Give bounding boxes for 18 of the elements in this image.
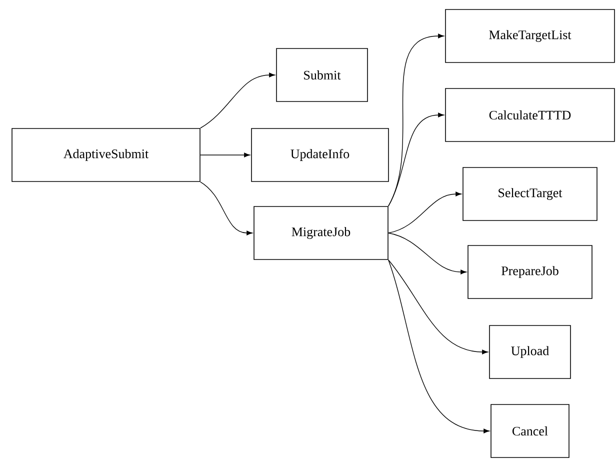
process-box: Cancel [490,404,570,458]
arrow [388,260,490,434]
process-box: AdaptiveSubmit [12,128,200,182]
process-box: UpdateInfo [251,128,389,182]
arrow [388,112,444,206]
arrow [388,192,462,234]
process-box: CalculateTTTD [445,88,615,142]
process-box: Submit [276,48,368,102]
process-box: PrepareJob [468,245,592,299]
process-box: Upload [489,325,571,379]
process-box: MigrateJob [254,206,388,260]
process-box: MakeTargetList [445,9,615,63]
arrow [200,152,250,158]
arrow [388,232,466,274]
arrow [200,182,252,236]
arrow [200,72,275,128]
arrow [388,260,488,354]
process-box: SelectTarget [462,167,598,221]
